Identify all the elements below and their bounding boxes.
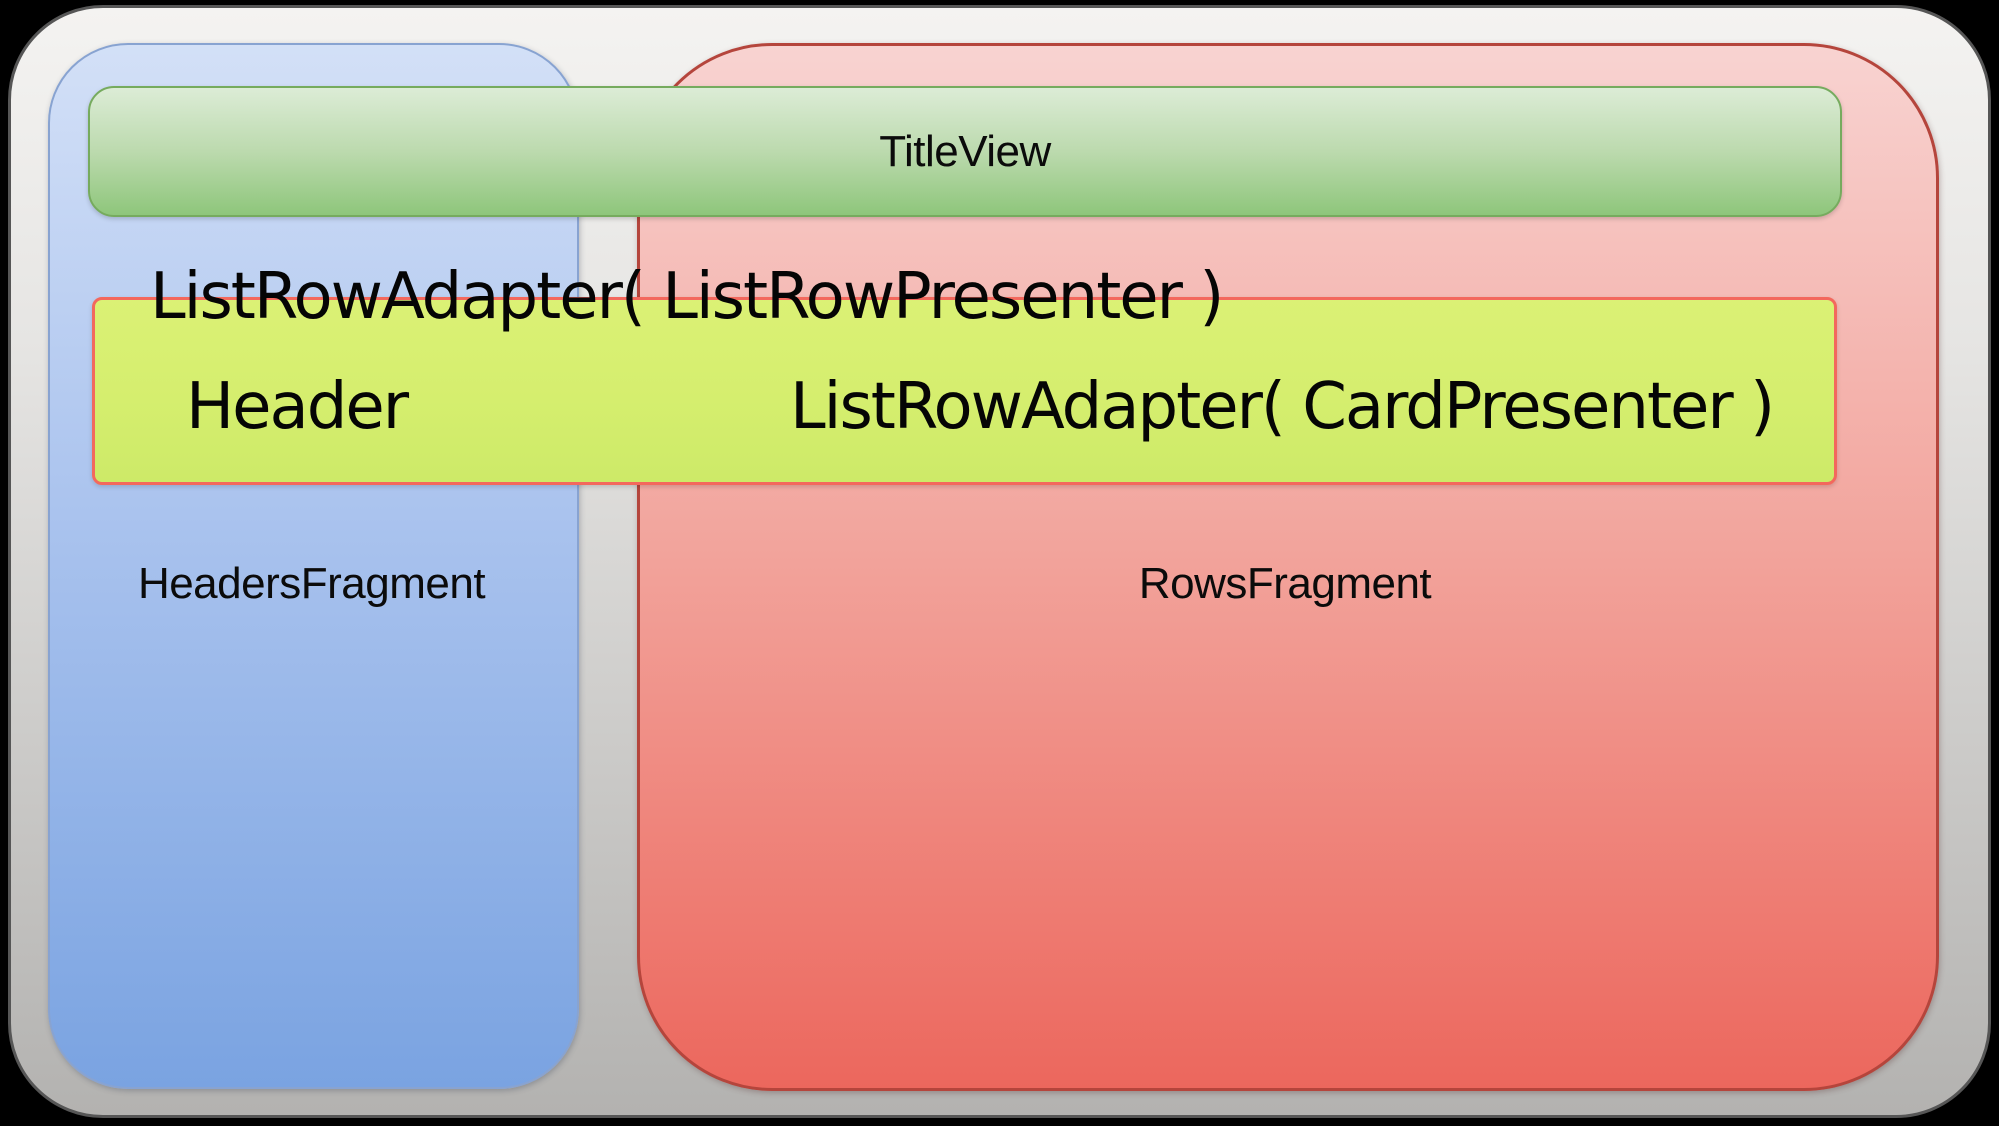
list-row-strip xyxy=(92,297,1837,485)
headers-fragment-box xyxy=(48,43,579,1089)
title-view-label: TitleView xyxy=(879,126,1051,176)
card-adapter-label: ListRowAdapter( CardPresenter ) xyxy=(790,370,1775,444)
title-view-bar: TitleView xyxy=(88,86,1842,217)
header-cell-label: Header xyxy=(186,370,409,444)
list-row-adapter-row-label: ListRowAdapter( ListRowPresenter ) xyxy=(150,260,1224,334)
headers-fragment-label: HeadersFragment xyxy=(137,559,486,608)
rows-fragment-box xyxy=(637,43,1939,1091)
rows-fragment-label: RowsFragment xyxy=(1138,559,1432,608)
